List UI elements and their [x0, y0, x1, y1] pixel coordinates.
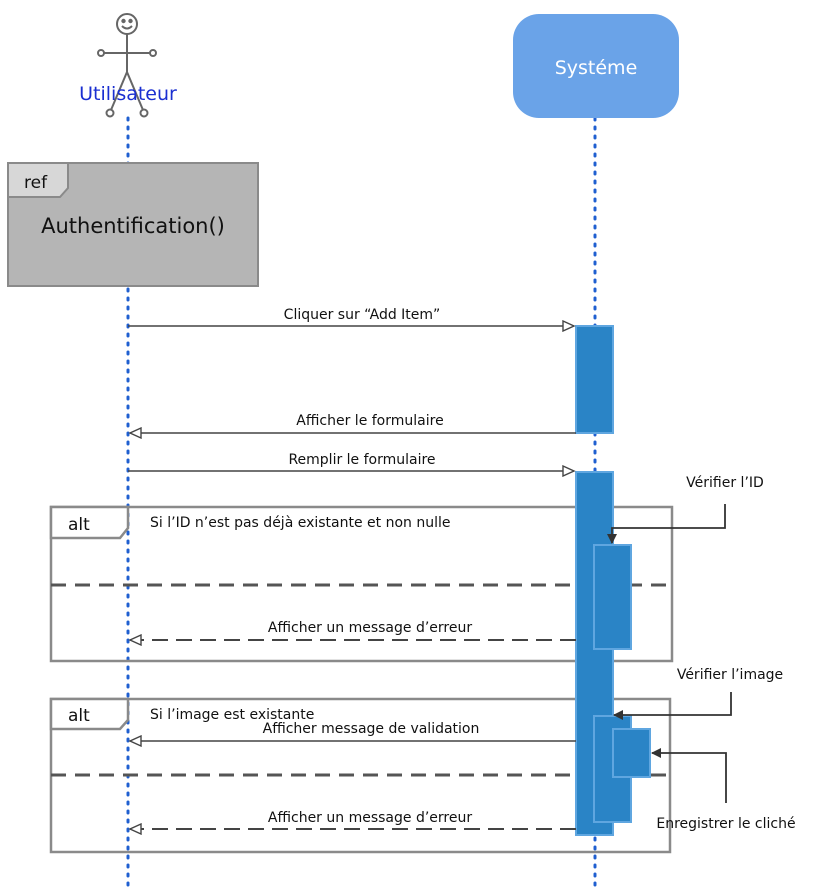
activation-bar-1	[575, 325, 614, 434]
self-call-save-shot-arrow	[651, 748, 727, 803]
alt-frame-1: alt	[49, 505, 674, 663]
message-add-item: Cliquer sur “Add Item”	[284, 307, 441, 323]
message-error-2: Afficher un message d’erreur	[268, 810, 472, 826]
actor-icon	[97, 13, 157, 118]
ref-tag: ref	[24, 173, 48, 193]
system-participant	[513, 14, 679, 118]
self-call-check-image-arrow	[613, 692, 732, 720]
activation-check-id	[593, 544, 632, 650]
ref-title: Authentification()	[41, 214, 225, 238]
self-call-check-image: Vérifier l’image	[677, 667, 783, 683]
message-validation: Afficher message de validation	[263, 721, 480, 737]
alt-frame-2: alt	[49, 697, 672, 854]
actor-label: Utilisateur	[79, 83, 177, 105]
alt-1-condition: Si l’ID n’est pas déjà existante et non …	[150, 515, 451, 531]
message-fill-form: Remplir le formulaire	[288, 452, 435, 468]
alt-2-tag: alt	[68, 706, 90, 726]
alt-1-tag: alt	[68, 515, 90, 535]
ref-frame: ref Authentification()	[7, 162, 259, 287]
self-call-check-id: Vérifier l’ID	[686, 475, 764, 491]
alt-2-condition: Si l’image est existante	[150, 707, 314, 723]
system-label: Systéme	[555, 57, 638, 79]
message-error-1: Afficher un message d’erreur	[268, 620, 472, 636]
activation-save-shot	[612, 728, 651, 778]
self-call-check-id-arrow	[607, 504, 726, 544]
message-show-form: Afficher le formulaire	[296, 413, 443, 429]
self-call-save-shot: Enregistrer le cliché	[656, 816, 795, 832]
